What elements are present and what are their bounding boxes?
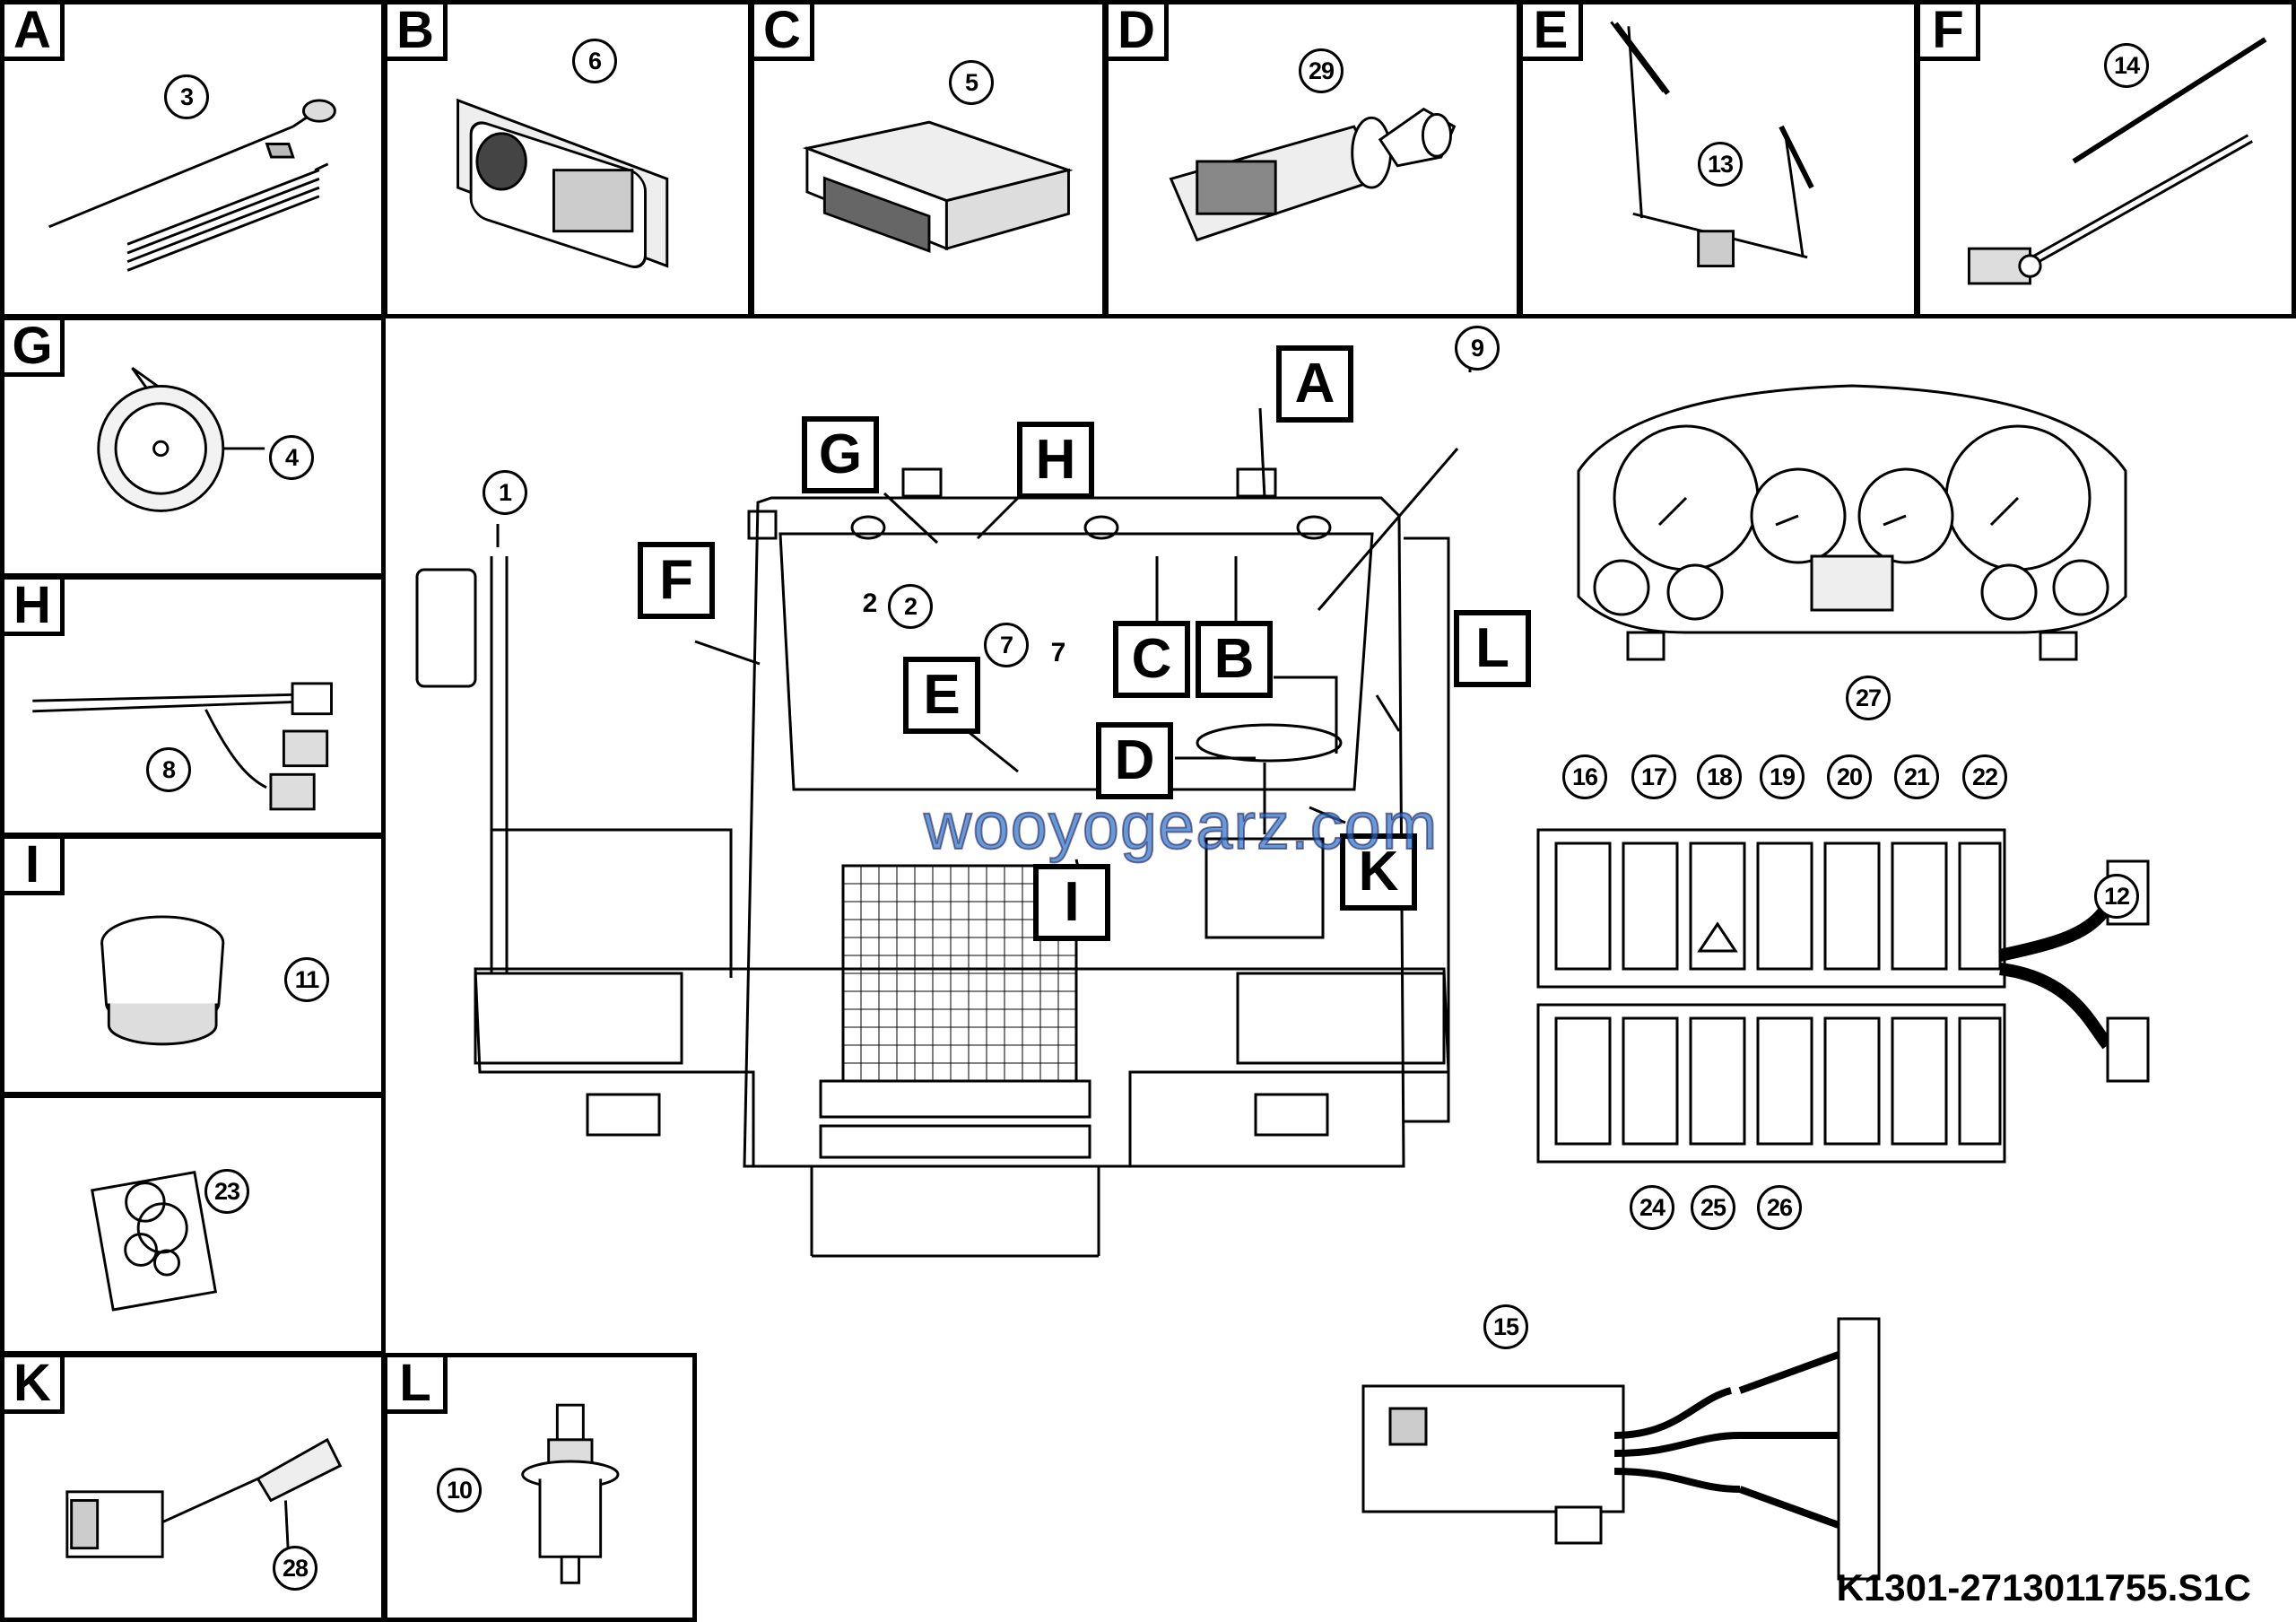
wiring-harness-drawing — [32, 682, 333, 811]
panel-g: G 4 — [0, 316, 386, 578]
panel-h-letter: H — [0, 575, 65, 636]
callout-4: 4 — [269, 435, 314, 480]
panel-l-letter: L — [383, 1353, 448, 1414]
location-label-l: L — [1454, 610, 1531, 687]
tachograph-drawing — [802, 120, 1074, 253]
location-label-f: F — [638, 542, 715, 619]
panel-i: I 11 — [0, 834, 386, 1096]
instrument-cluster-drawing — [1577, 384, 2127, 661]
callout-13: 13 — [1698, 142, 1743, 187]
cap-drawing — [100, 915, 225, 1046]
callout-18: 18 — [1697, 754, 1742, 799]
panel-c-letter: C — [750, 0, 814, 61]
location-label-b: B — [1196, 621, 1273, 698]
horn-drawing — [97, 366, 265, 512]
callout-21: 21 — [1894, 754, 1939, 799]
callout-3: 3 — [164, 74, 209, 119]
panel-g-letter: G — [0, 316, 65, 377]
pressure-switch-drawing — [521, 1403, 620, 1584]
callout-17: 17 — [1631, 754, 1676, 799]
callout-11: 11 — [284, 957, 329, 1002]
callout-25: 25 — [1691, 1185, 1735, 1230]
callout-26: 26 — [1757, 1185, 1802, 1230]
document-id: K1301-2713011755.S1C — [1836, 1566, 2251, 1609]
callout-28: 28 — [273, 1546, 317, 1591]
callout-6: 6 — [572, 39, 617, 83]
panel-k: K 28 — [0, 1353, 386, 1622]
callout-5: 5 — [949, 60, 994, 105]
callout-12: 12 — [2094, 874, 2139, 919]
wiper-motor-drawing — [1967, 37, 2267, 285]
location-label-c: C — [1113, 621, 1190, 698]
callout-1: 1 — [483, 470, 527, 515]
callout-16: 16 — [1562, 754, 1607, 799]
switch-panel-drawing — [1536, 828, 2150, 1164]
callout-8: 8 — [146, 747, 191, 792]
panel-h: H 8 — [0, 575, 386, 837]
location-label-g: G — [802, 416, 879, 493]
callout-23: 23 — [204, 1169, 249, 1214]
callout-9: 9 — [1455, 326, 1500, 371]
fuse-box-drawing — [1361, 1317, 1881, 1581]
location-label-k: K — [1340, 833, 1417, 911]
seal-kit-drawing — [91, 1171, 218, 1312]
location-label-h: H — [1017, 422, 1094, 499]
callout-22: 22 — [1962, 754, 2007, 799]
radio-unit-drawing — [457, 98, 669, 268]
panel-e-letter: E — [1518, 0, 1583, 61]
panel-b: B 6 — [383, 0, 752, 318]
callout-19: 19 — [1760, 754, 1805, 799]
callout-29: 29 — [1299, 48, 1344, 93]
panel-a: A 3 — [0, 0, 386, 318]
callout-14: 14 — [2104, 43, 2149, 88]
antenna-cable-drawing — [48, 99, 336, 272]
panel-b-letter: B — [383, 0, 448, 61]
plain-number-2: 2 — [862, 589, 878, 618]
panel-a-letter: A — [0, 0, 65, 61]
panel-d-letter: D — [1104, 0, 1169, 61]
callout-2: 2 — [888, 584, 933, 629]
callout-10: 10 — [437, 1468, 482, 1513]
panel-l: L 10 — [383, 1353, 697, 1622]
panel-c: C 5 — [750, 0, 1107, 318]
location-label-a: A — [1276, 345, 1353, 423]
stalk-switch-drawing — [65, 1437, 343, 1558]
panel-i-letter: I — [0, 834, 65, 895]
watermark: wooyogearz.com — [923, 788, 1439, 864]
panel-d: D 29 — [1104, 0, 1521, 318]
callout-20: 20 — [1827, 754, 1872, 799]
ignition-switch-drawing — [1169, 107, 1457, 242]
panel-k-letter: K — [0, 1353, 65, 1414]
location-label-e: E — [903, 657, 980, 734]
panel-e: E 13 — [1518, 0, 1918, 318]
callout-7: 7 — [984, 623, 1029, 667]
callout-24: 24 — [1630, 1185, 1674, 1230]
callout-15: 15 — [1483, 1304, 1528, 1349]
plain-number-7: 7 — [1050, 638, 1066, 667]
panel-f: F 14 — [1916, 0, 2296, 318]
wiper-linkage-drawing — [1610, 21, 1814, 268]
panel-f-letter: F — [1916, 0, 1980, 61]
location-label-d: D — [1096, 722, 1173, 799]
callout-27: 27 — [1846, 676, 1891, 720]
location-label-i: I — [1033, 864, 1110, 941]
